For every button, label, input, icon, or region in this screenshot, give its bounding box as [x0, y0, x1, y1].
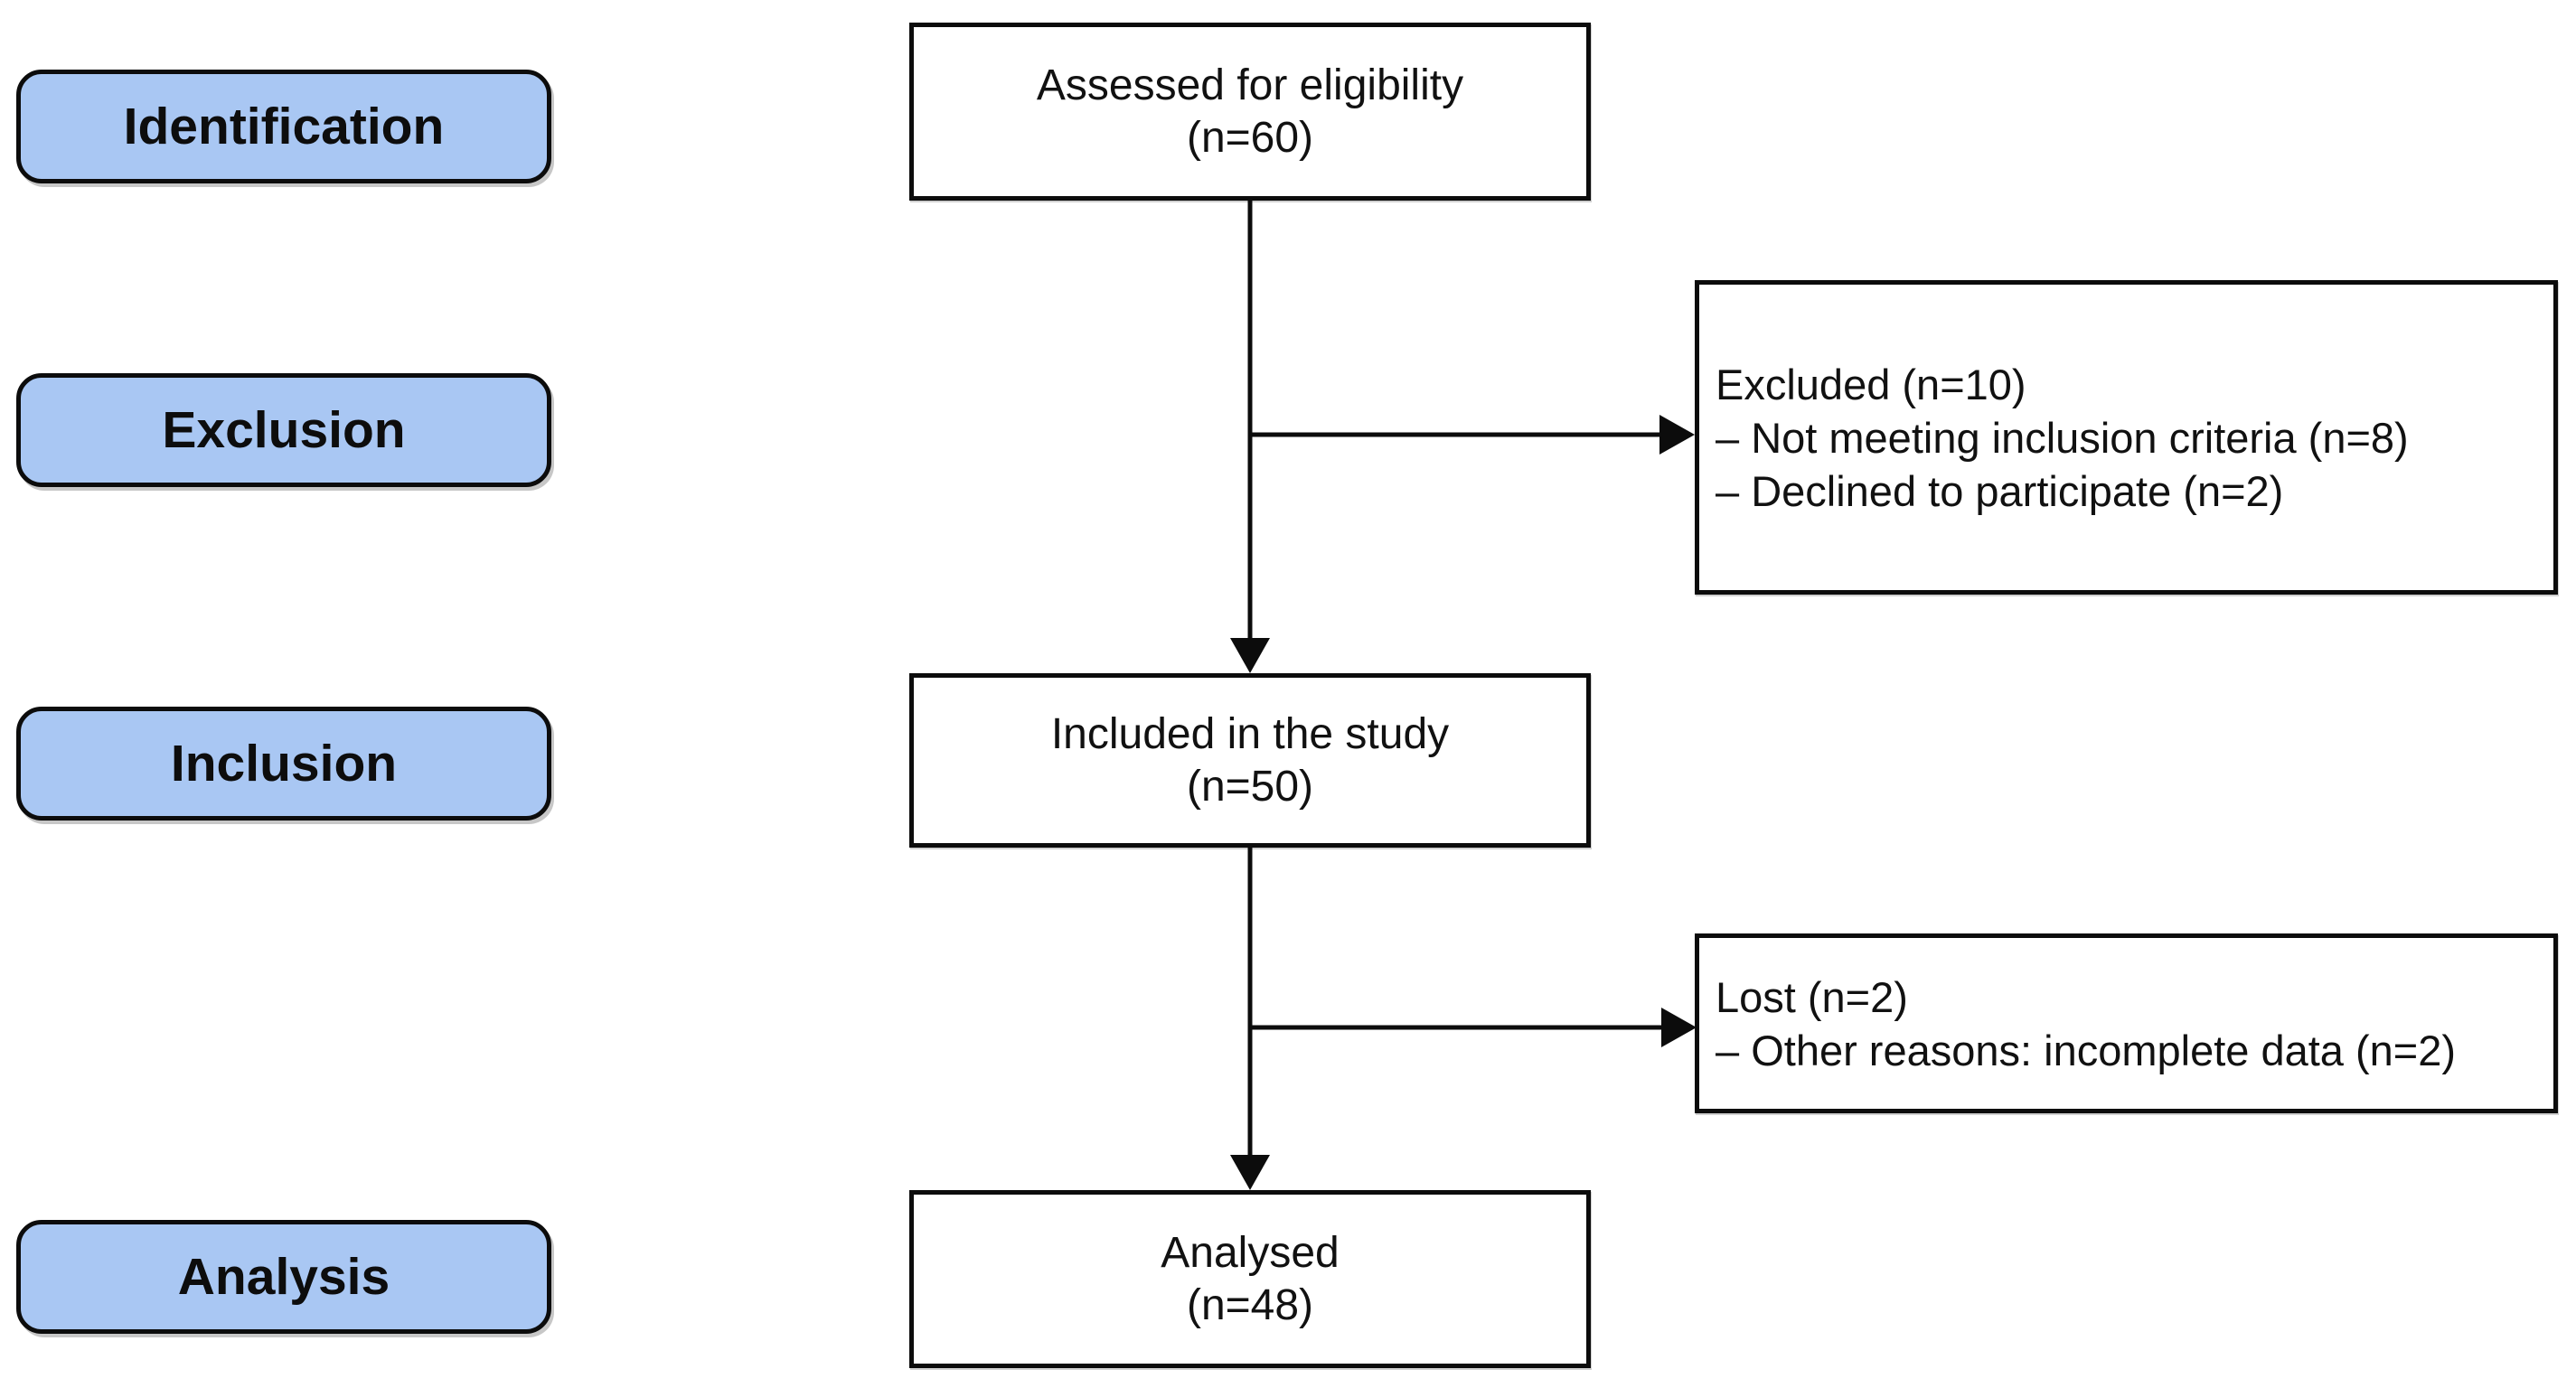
- arrowhead-down-included-icon: [1230, 638, 1270, 673]
- stage-badge-label: Identification: [123, 98, 445, 155]
- flow-box-line1: Assessed for eligibility: [1036, 61, 1464, 109]
- flow-box-line1: Analysed: [1161, 1228, 1340, 1277]
- stage-badge-exclusion: Exclusion: [16, 373, 551, 487]
- side-box-item: – Declined to participate (n=2): [1716, 466, 2284, 515]
- flow-box-included-in-study: Included in the study (n=50): [909, 673, 1591, 848]
- side-box-title: Excluded (n=10): [1716, 360, 2026, 408]
- stage-badge-identification: Identification: [16, 70, 551, 183]
- flow-box-count: (n=50): [1186, 762, 1314, 811]
- stage-badge-label: Inclusion: [170, 735, 398, 792]
- arrowhead-down-analysed-icon: [1230, 1155, 1270, 1190]
- stage-badge-label: Exclusion: [162, 401, 406, 459]
- side-box-lost: Lost (n=2) – Other reasons: incomplete d…: [1695, 933, 2558, 1113]
- arrowhead-right-lost-icon: [1661, 1008, 1697, 1047]
- side-box-title: Lost (n=2): [1716, 972, 1908, 1021]
- flow-box-analysed: Analysed (n=48): [909, 1190, 1591, 1368]
- side-box-item: – Other reasons: incomplete data (n=2): [1716, 1026, 2457, 1074]
- flow-box-count: (n=48): [1186, 1280, 1314, 1329]
- flow-box-line1: Included in the study: [1050, 709, 1450, 758]
- flow-box-count: (n=60): [1186, 113, 1314, 162]
- side-box-item: – Not meeting inclusion criteria (n=8): [1716, 413, 2409, 462]
- side-box-excluded: Excluded (n=10) – Not meeting inclusion …: [1695, 280, 2558, 595]
- stage-badge-analysis: Analysis: [16, 1220, 551, 1334]
- stage-badge-label: Analysis: [177, 1248, 390, 1306]
- stage-badge-inclusion: Inclusion: [16, 707, 551, 821]
- arrowhead-right-excluded-icon: [1659, 415, 1695, 455]
- flow-box-assessed-for-eligibility: Assessed for eligibility (n=60): [909, 23, 1591, 201]
